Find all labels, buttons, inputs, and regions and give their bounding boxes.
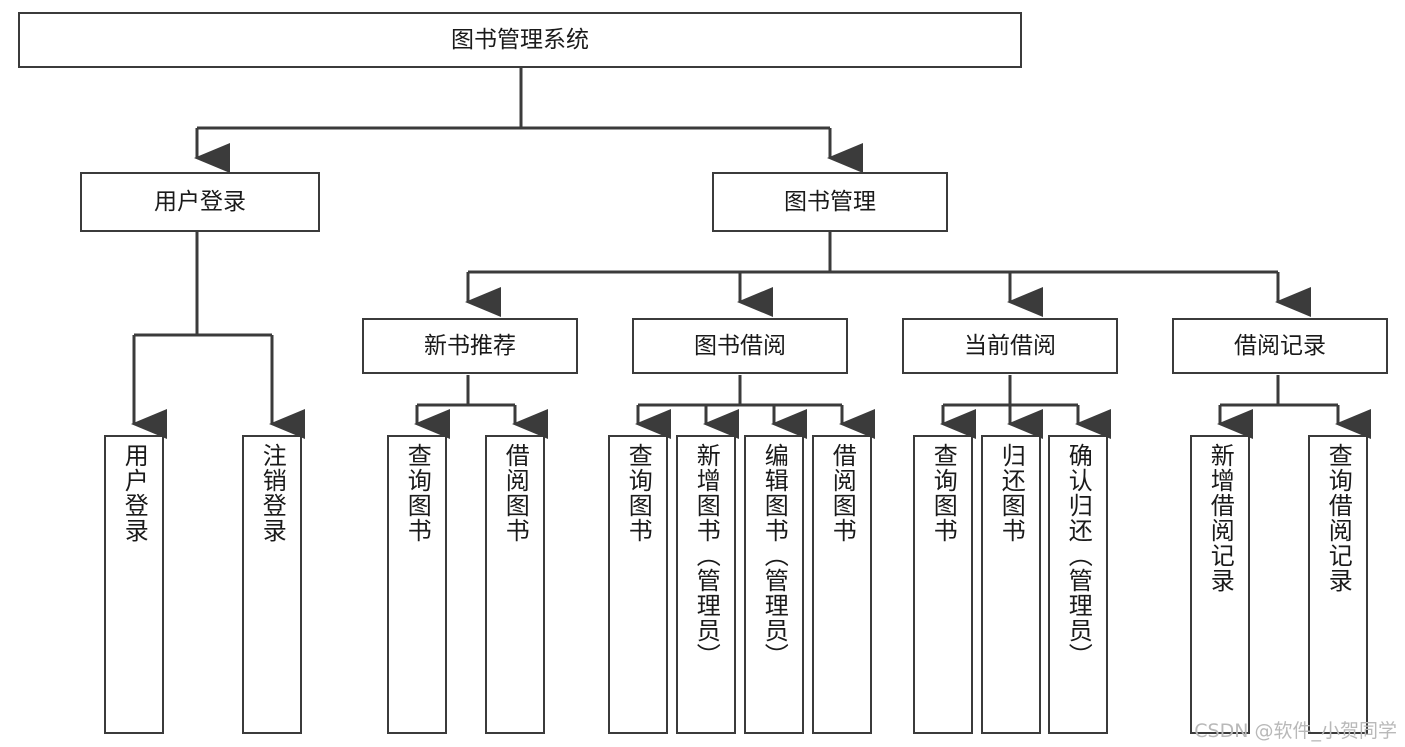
node-label: 确认归还（管理员） [1064,443,1093,668]
node-root-book-management-system[interactable]: 图书管理系统 [18,12,1022,68]
node-label: 查询图书 [403,443,432,543]
leaf-borrow-record-query[interactable]: 查询借阅记录 [1308,435,1368,734]
leaf-user-login-login[interactable]: 用户登录 [104,435,164,734]
watermark: CSDN @软件_小贺同学 [1194,720,1397,742]
node-label: 图书管理 [784,188,876,215]
node-label: 借阅图书 [501,443,530,543]
node-label: 新书推荐 [424,332,516,359]
node-new-book-recommend[interactable]: 新书推荐 [362,318,578,374]
node-label: 借阅图书 [828,443,857,543]
node-label: 用户登录 [120,443,149,543]
node-label: 新增图书（管理员） [692,443,721,668]
leaf-current-borrow-query[interactable]: 查询图书 [913,435,973,734]
node-label: 用户登录 [154,188,246,215]
node-label: 归还图书 [997,443,1026,543]
leaf-user-login-logout[interactable]: 注销登录 [242,435,302,734]
node-label: 图书管理系统 [451,26,589,53]
leaf-book-borrow-edit[interactable]: 编辑图书（管理员） [744,435,804,734]
node-label: 借阅记录 [1234,332,1326,359]
node-book-borrow[interactable]: 图书借阅 [632,318,848,374]
node-label: 注销登录 [258,443,287,543]
leaf-new-book-query[interactable]: 查询图书 [387,435,447,734]
leaf-book-borrow-borrow[interactable]: 借阅图书 [812,435,872,734]
leaf-current-borrow-return[interactable]: 归还图书 [981,435,1041,734]
node-user-login[interactable]: 用户登录 [80,172,320,232]
node-label: 新增借阅记录 [1206,443,1235,593]
node-borrow-record[interactable]: 借阅记录 [1172,318,1388,374]
leaf-current-borrow-confirm-return[interactable]: 确认归还（管理员） [1048,435,1108,734]
node-label: 查询借阅记录 [1324,443,1353,593]
node-label: 图书借阅 [694,332,786,359]
node-current-borrow[interactable]: 当前借阅 [902,318,1118,374]
node-book-management[interactable]: 图书管理 [712,172,948,232]
leaf-book-borrow-add[interactable]: 新增图书（管理员） [676,435,736,734]
node-label: 查询图书 [624,443,653,543]
leaf-new-book-borrow[interactable]: 借阅图书 [485,435,545,734]
node-label: 编辑图书（管理员） [760,443,789,668]
leaf-book-borrow-query[interactable]: 查询图书 [608,435,668,734]
leaf-borrow-record-add[interactable]: 新增借阅记录 [1190,435,1250,734]
node-label: 查询图书 [929,443,958,543]
node-label: 当前借阅 [964,332,1056,359]
